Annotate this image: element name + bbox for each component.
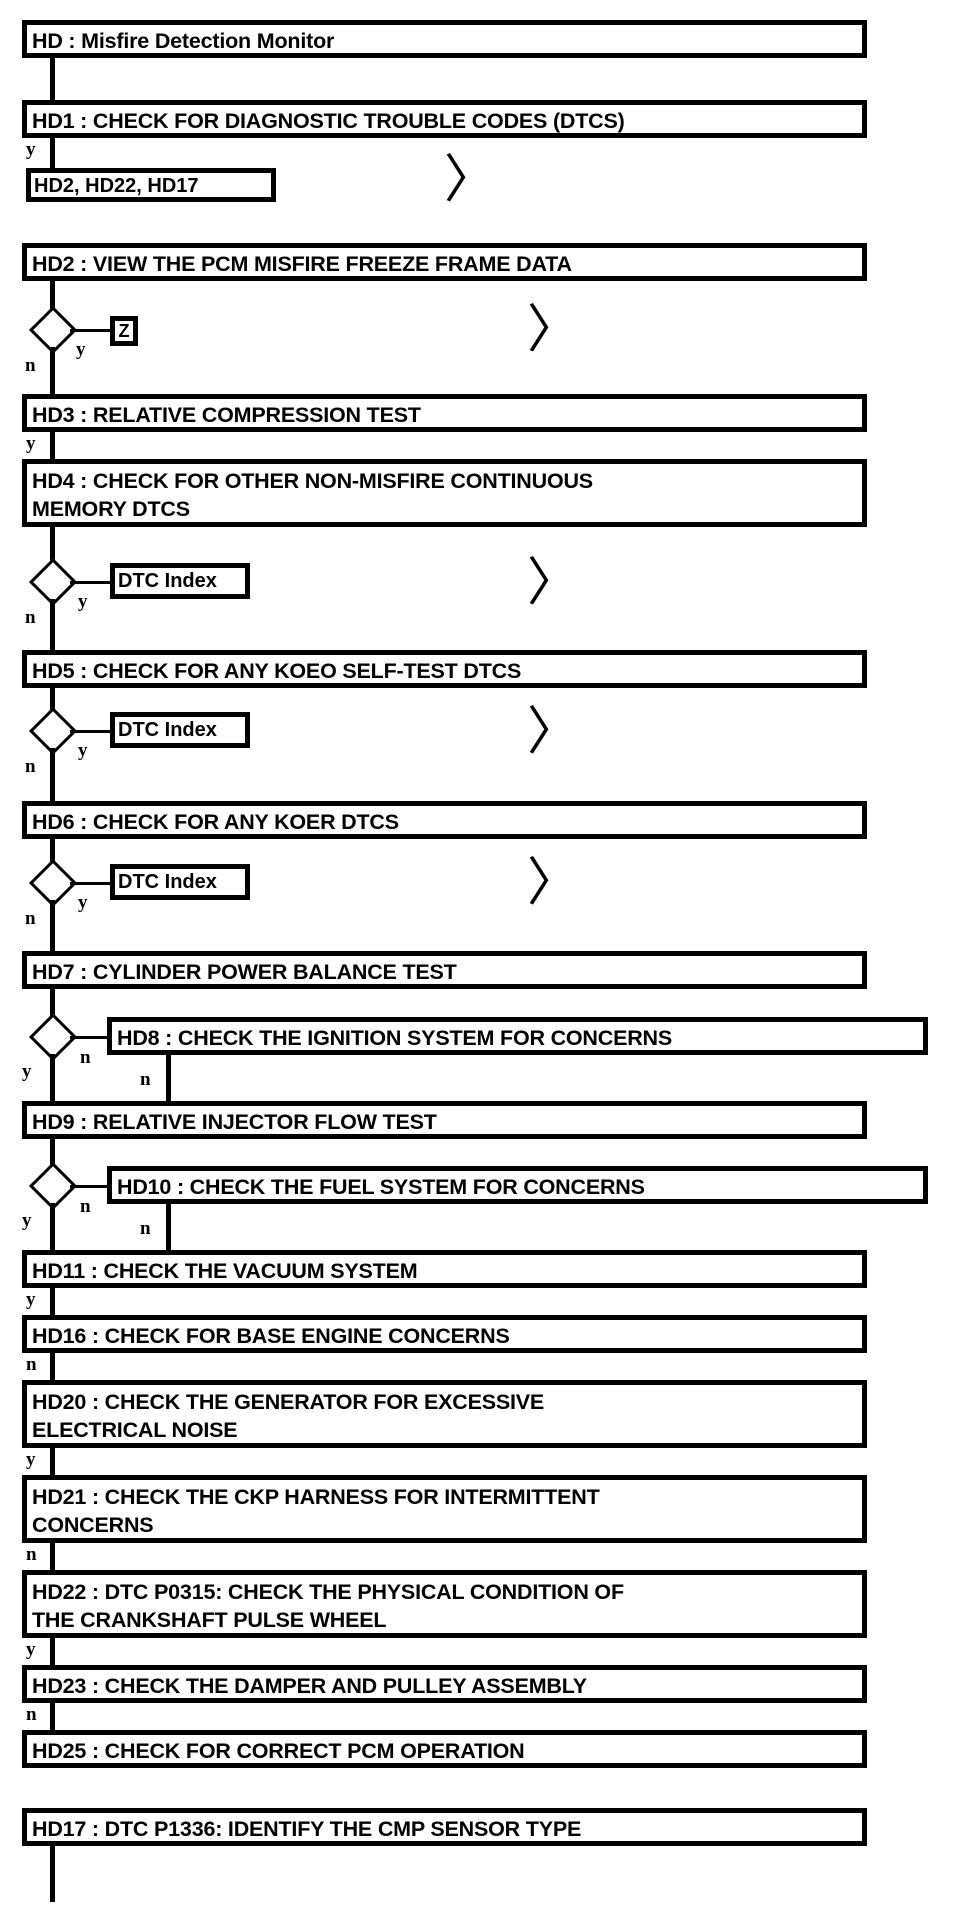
node-hd7[interactable]: HD7 : CYLINDER POWER BALANCE TEST (22, 951, 867, 989)
node-ref-hd2-hd22-hd17[interactable]: HD2, HD22, HD17 (26, 168, 276, 202)
edge-label-hd8-no: n (140, 1069, 151, 1090)
edge-label-d3-no: n (25, 756, 36, 777)
edge-label-hd1-yes: y (26, 139, 36, 160)
edge-label-d2-yes: y (78, 591, 88, 612)
edge-label-d2-no: n (25, 607, 36, 628)
node-hd20[interactable]: HD20 : CHECK THE GENERATOR FOR EXCESSIVE… (22, 1380, 867, 1448)
node-hd8[interactable]: HD8 : CHECK THE IGNITION SYSTEM FOR CONC… (107, 1017, 928, 1055)
chevron-icon-1: 〉 (444, 152, 497, 209)
node-hd9[interactable]: HD9 : RELATIVE INJECTOR FLOW TEST (22, 1101, 867, 1139)
node-hd23[interactable]: HD23 : CHECK THE DAMPER AND PULLEY ASSEM… (22, 1665, 867, 1703)
edge-label-hd16-no: n (26, 1354, 37, 1375)
node-hd11[interactable]: HD11 : CHECK THE VACUUM SYSTEM (22, 1250, 867, 1288)
connector-hd9-to-d6 (50, 1137, 55, 1170)
node-hd1[interactable]: HD1 : CHECK FOR DIAGNOSTIC TROUBLE CODES… (22, 100, 867, 138)
connector-d6-to-hd10 (70, 1185, 110, 1188)
connector-d3-down (50, 748, 55, 802)
connector-d3-to-dtcindex2 (70, 730, 112, 733)
edge-label-d1-yes: y (76, 339, 86, 360)
connector-hd23-to-hd25 (50, 1701, 55, 1733)
connector-hd21-to-hd22 (50, 1541, 55, 1573)
connector-hd6-to-d4 (50, 837, 55, 877)
edge-label-hd20-yes: y (26, 1449, 36, 1470)
edge-label-d6-yes: y (22, 1210, 32, 1231)
connector-d5-down-to-hd9 (50, 1054, 55, 1106)
connector-hd20-to-hd21 (50, 1446, 55, 1478)
node-connector-z[interactable]: Z (110, 316, 138, 346)
connector-d2-to-dtcindex1 (70, 581, 112, 584)
edge-label-d4-no: n (25, 908, 36, 929)
connector-hd5-to-d3 (50, 686, 55, 724)
node-hd21[interactable]: HD21 : CHECK THE CKP HARNESS FOR INTERMI… (22, 1475, 867, 1543)
connector-hd-to-hd1 (50, 56, 55, 104)
node-dtc-index-3[interactable]: DTC Index (110, 864, 250, 900)
node-hd22[interactable]: HD22 : DTC P0315: CHECK THE PHYSICAL CON… (22, 1570, 867, 1638)
connector-hd17-down (50, 1844, 55, 1902)
connector-d2-down (50, 599, 55, 651)
edge-label-hd10-no: n (140, 1218, 151, 1239)
node-hd25[interactable]: HD25 : CHECK FOR CORRECT PCM OPERATION (22, 1730, 867, 1768)
node-hd4[interactable]: HD4 : CHECK FOR OTHER NON-MISFIRE CONTIN… (22, 459, 867, 527)
edge-label-d6-no: n (80, 1196, 91, 1217)
connector-d5-to-hd8 (70, 1036, 110, 1039)
connector-hd8-no-down (166, 1053, 171, 1106)
node-hd2[interactable]: HD2 : VIEW THE PCM MISFIRE FREEZE FRAME … (22, 243, 867, 281)
node-hd6[interactable]: HD6 : CHECK FOR ANY KOER DTCS (22, 801, 867, 839)
edge-label-hd11-yes: y (26, 1289, 36, 1310)
node-hd10[interactable]: HD10 : CHECK THE FUEL SYSTEM FOR CONCERN… (107, 1166, 928, 1204)
node-hd16[interactable]: HD16 : CHECK FOR BASE ENGINE CONCERNS (22, 1315, 867, 1353)
connector-d4-down (50, 900, 55, 952)
connector-d6-down-to-hd11 (50, 1203, 55, 1255)
chevron-icon-2: 〉 (527, 302, 580, 359)
chevron-icon-5: 〉 (527, 855, 580, 912)
connector-hd7-to-d5 (50, 987, 55, 1020)
node-hd5[interactable]: HD5 : CHECK FOR ANY KOEO SELF-TEST DTCS (22, 650, 867, 688)
connector-hd2-to-d1 (50, 279, 55, 311)
connector-hd3-to-hd4 (50, 430, 55, 462)
edge-label-d1-no: n (25, 355, 36, 376)
edge-label-d5-no: n (80, 1047, 91, 1068)
connector-d4-to-dtcindex3 (70, 882, 112, 885)
edge-label-hd3-yes: y (26, 433, 36, 454)
node-dtc-index-2[interactable]: DTC Index (110, 712, 250, 748)
node-dtc-index-1[interactable]: DTC Index (110, 563, 250, 599)
node-hd-title[interactable]: HD : Misfire Detection Monitor (22, 20, 867, 58)
edge-label-hd22-yes: y (26, 1639, 36, 1660)
node-hd3[interactable]: HD3 : RELATIVE COMPRESSION TEST (22, 394, 867, 432)
connector-hd16-to-hd20 (50, 1351, 55, 1383)
connector-hd11-to-hd16 (50, 1286, 55, 1318)
edge-label-d5-yes: y (22, 1061, 32, 1082)
connector-hd10-no-down (166, 1202, 171, 1255)
edge-label-d3-yes: y (78, 740, 88, 761)
edge-label-hd23-no: n (26, 1704, 37, 1725)
connector-hd22-to-hd23 (50, 1636, 55, 1668)
chevron-icon-4: 〉 (527, 704, 580, 761)
node-hd17[interactable]: HD17 : DTC P1336: IDENTIFY THE CMP SENSO… (22, 1808, 867, 1846)
connector-hd1-to-ref1 (50, 136, 55, 172)
chevron-icon-3: 〉 (527, 555, 580, 612)
connector-d1-down (50, 347, 55, 397)
edge-label-hd21-no: n (26, 1544, 37, 1565)
connector-d1-to-z (70, 329, 112, 332)
connector-hd4-to-d2 (50, 525, 55, 563)
edge-label-d4-yes: y (78, 892, 88, 913)
